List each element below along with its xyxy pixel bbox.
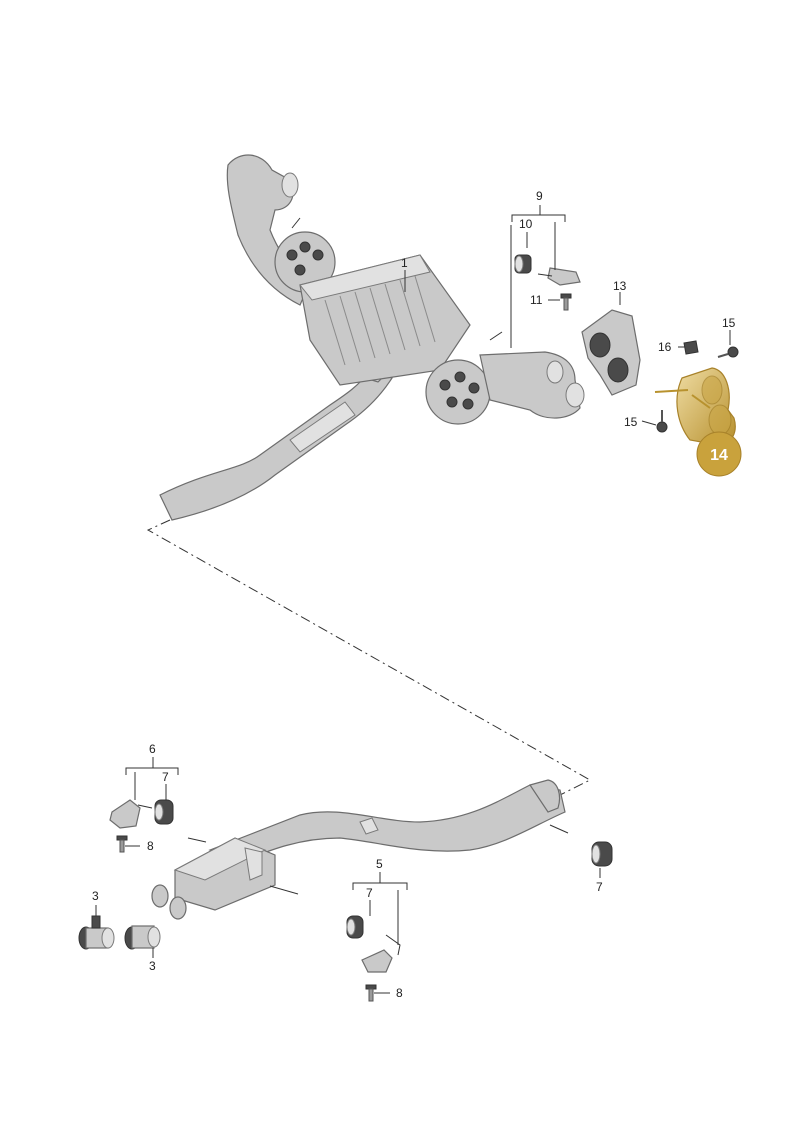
highlight-badge: 14 <box>696 431 742 477</box>
highlight-badge-label: 14 <box>710 447 728 464</box>
callout-7-right: 7 <box>596 880 603 894</box>
callout-16: 16 <box>658 340 672 354</box>
callout-13: 13 <box>613 279 627 293</box>
callout-3-upper: 3 <box>92 889 99 903</box>
callout-15-upper: 15 <box>722 316 736 330</box>
bolt-left <box>116 835 128 853</box>
callout-7-left: 7 <box>162 770 169 784</box>
silencer-ribs <box>324 275 436 366</box>
callout-5: 5 <box>376 857 383 871</box>
callout-3-lower: 3 <box>149 959 156 973</box>
hanger-bracket-left <box>109 799 174 853</box>
callout-8-center: 8 <box>396 986 403 1000</box>
rear-silencer-assembly <box>159 154 585 521</box>
callout-11: 11 <box>530 293 543 307</box>
pipe-clamp-right <box>124 925 161 950</box>
hanger-bracket <box>547 267 581 286</box>
callout-8-left: 8 <box>147 839 154 853</box>
hanger-bracket-center <box>346 915 401 1002</box>
bolt <box>560 293 572 311</box>
heat-shield <box>581 309 641 396</box>
screw-upper <box>717 346 739 358</box>
screw-lower <box>656 410 668 433</box>
callout-9: 9 <box>536 189 543 203</box>
callout-15-lower: 15 <box>624 415 638 429</box>
tailpipe-trim-highlighted <box>654 367 736 446</box>
connection-line <box>146 519 592 796</box>
center-silencer-assembly <box>151 779 569 920</box>
pipe-clamp-left <box>78 915 115 950</box>
hanger-bracket-group <box>514 254 581 311</box>
bolt-center <box>365 984 377 1002</box>
callout-7-center: 7 <box>366 886 373 900</box>
callout-1: 1 <box>401 256 408 270</box>
callout-10: 10 <box>519 217 533 231</box>
rubber-mount-right <box>591 841 613 867</box>
leader-lines <box>95 205 731 994</box>
clip <box>683 340 699 355</box>
callout-6: 6 <box>149 742 156 756</box>
